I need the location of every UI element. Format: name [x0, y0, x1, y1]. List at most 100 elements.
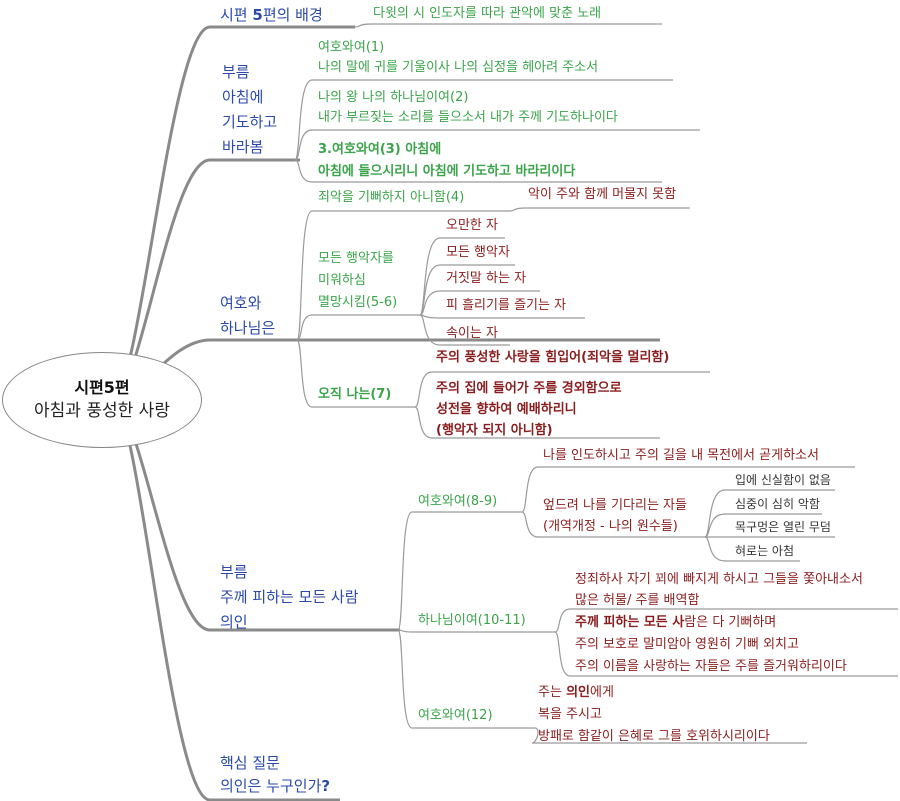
connector [419, 290, 540, 316]
node-line: 아침에 들으시리니 아침에 기도하고 바라리이다 [318, 164, 576, 179]
connector [397, 511, 522, 631]
hate-evildoers-node[interactable]: 모든 행악자를 미워하심 멸망시킴(5-6) [318, 248, 397, 314]
label-line: 부름 [222, 63, 250, 81]
connector [414, 406, 660, 439]
label-part: 5 [252, 6, 263, 24]
label-line: 의인은 누구인가? [220, 775, 330, 798]
text-part: 람은 다 기뻐하며 [684, 615, 777, 630]
no-delight-child[interactable]: 악이 주와 함께 머물지 못함 [528, 187, 677, 202]
label-line: 기도하고 [222, 113, 278, 131]
node-line: 3.여호와여(3) 아침에 [318, 142, 442, 157]
node-line: 여호와여(1) [318, 40, 385, 55]
node-line: 엎드려 나를 기다리는 자들 [543, 498, 687, 513]
only-i-child[interactable]: 주의 풍성한 사랑을 힘입어(죄악을 멀리함) [436, 350, 670, 365]
connector [419, 314, 510, 346]
connector [294, 79, 673, 161]
node-line: 모든 행악자를 [318, 251, 394, 266]
root-node[interactable]: 시편5편 아침과 풍성한 사랑 [2, 352, 202, 448]
node-line: 내가 부르짖는 소리를 들으소서 내가 주께 기도하나이다 [318, 110, 618, 125]
enemy-trait-leaf[interactable]: 목구멍은 열린 무덤 [735, 520, 831, 534]
label-part: 편의 배경 [262, 6, 323, 24]
god-10-11-node[interactable]: 하나님이여(10-11) [418, 613, 526, 628]
label-line: 핵심 질문 [220, 754, 280, 772]
node-line: (행악자 되지 아니함) [436, 423, 553, 438]
label-line: 의인 [220, 613, 248, 631]
only-i-child[interactable]: 주의 집에 들어가 주를 경외함으로 성전을 향하여 예배하리니 (행악자 되지… [436, 378, 622, 441]
label-line: 바라봄 [222, 138, 264, 156]
connector [554, 608, 898, 633]
enemy-trait-leaf[interactable]: 심중이 심히 악함 [735, 497, 820, 511]
connector [397, 629, 535, 729]
background-child[interactable]: 다윗의 시 인도자를 따라 관악에 맞춘 노래 [373, 6, 602, 21]
evildoer-leaf[interactable]: 속이는 자 [446, 326, 498, 341]
root-title: 시편5편 [74, 378, 130, 397]
evildoer-leaf[interactable]: 피 흘리기를 즐기는 자 [446, 298, 567, 313]
bold-part: 의인 [566, 685, 590, 700]
node-line: 주의 보호로 말미암아 영원히 기뻐 외치고 [575, 637, 799, 652]
node-line: 성전을 향하여 예배하리니 [436, 402, 577, 417]
node-line: 주는 의인에게 [538, 682, 770, 704]
connector [414, 371, 710, 408]
label-line: 부름 [220, 563, 248, 581]
connector [521, 466, 855, 513]
label-line: 주께 피하는 모든 사람 [220, 588, 359, 606]
label-part: 시편 [220, 6, 253, 24]
branch-key-question[interactable]: 핵심 질문 의인은 누구인가? [220, 752, 330, 798]
connector [554, 631, 898, 677]
verse-1-node[interactable]: 여호와여(1) 나의 말에 귀를 기울이사 나의 심정을 헤아려 주소서 [318, 38, 598, 78]
lord-12-child[interactable]: 주는 의인에게 복을 주시고 방패로 함같이 은혜로 그를 호위하시리이다 [538, 682, 770, 748]
node-line: 정죄하사 자기 꾀에 빠지게 하시고 그들을 쫓아내소서 [575, 572, 863, 587]
connector [704, 513, 822, 538]
node-line: 주의 집에 들어가 주를 경외함으로 [436, 381, 622, 396]
connector [397, 629, 555, 633]
only-i-node[interactable]: 오직 나는(7) [318, 387, 392, 402]
node-line: 복을 주시고 [538, 707, 602, 722]
connector [296, 210, 510, 341]
connector [354, 23, 662, 28]
lead-node[interactable]: 나를 인도하시고 주의 길을 내 목전에서 곧게하소서 [543, 448, 819, 463]
branch-lord-god[interactable]: 여호와 하나님은 [220, 291, 275, 341]
connector [521, 511, 705, 538]
node-line: 미워하심 [318, 273, 366, 288]
evildoer-leaf[interactable]: 거짓말 하는 자 [446, 271, 527, 286]
node-line: 많은 허물/ 주를 배역함 [575, 593, 700, 608]
bold-part: 주께 피하는 모든 사 [575, 615, 685, 630]
node-line: 멸망시킴(5-6) [318, 295, 398, 310]
node-line: 주의 이름을 사랑하는 자들은 주를 즐거워하리이다 [575, 659, 847, 674]
lord-12-node[interactable]: 여호와여(12) [418, 708, 493, 723]
node-line: 주께 피하는 모든 사람은 다 기뻐하며 [575, 612, 847, 634]
branch-background[interactable]: 시편 5편의 배경 [220, 3, 323, 28]
connector [294, 159, 662, 183]
verse-2-node[interactable]: 나의 왕 나의 하나님이여(2) 내가 부르짖는 소리를 들으소서 내가 주께 기… [318, 88, 618, 128]
enemy-trait-leaf[interactable]: 혀로는 아첨 [735, 544, 795, 558]
branch-refuge[interactable]: 부름 주께 피하는 모든 사람 의인 [220, 560, 359, 635]
connector [294, 129, 700, 161]
no-delight-node[interactable]: 죄악을 기뻐하지 아니함(4) [318, 190, 465, 205]
node-line: (개역개정 - 나의 원수들) [543, 519, 678, 534]
label-line: 하나님은 [220, 319, 276, 337]
root-subtitle: 아침과 풍성한 사랑 [34, 401, 170, 421]
condemn-node[interactable]: 정죄하사 자기 꾀에 빠지게 하시고 그들을 쫓아내소서 많은 허물/ 주를 배… [575, 569, 863, 611]
label-line: 아침에 [222, 88, 264, 106]
branch-morning-prayer[interactable]: 부름 아침에 기도하고 바라봄 [222, 60, 277, 160]
connector [509, 207, 690, 212]
text-part: 의인은 누구인가 [220, 777, 322, 795]
enemy-trait-leaf[interactable]: 입에 신실함이 없음 [735, 473, 831, 487]
node-line: 나의 왕 나의 하나님이여(2) [318, 90, 469, 105]
evildoer-leaf[interactable]: 모든 행악자 [446, 245, 510, 260]
label-line: 여호와 [220, 294, 262, 312]
connector [296, 314, 420, 341]
lord-8-9-node[interactable]: 여호와여(8-9) [418, 494, 498, 509]
text-part: 주는 [538, 685, 567, 700]
rejoice-node[interactable]: 주께 피하는 모든 사람은 다 기뻐하며 주의 보호로 말미암아 영원히 기뻐 … [575, 612, 847, 678]
node-line: 나의 말에 귀를 기울이사 나의 심정을 헤아려 주소서 [318, 60, 599, 75]
connector [531, 727, 807, 744]
enemies-node[interactable]: 엎드려 나를 기다리는 자들 (개역개정 - 나의 원수들) [543, 495, 687, 537]
bold-part: ? [321, 777, 331, 795]
connector [704, 536, 800, 562]
evildoer-leaf[interactable]: 오만한 자 [446, 218, 498, 233]
text-part: 에게 [589, 685, 614, 700]
node-line: 방패로 함같이 은혜로 그를 호위하시리이다 [538, 729, 770, 744]
connector [296, 339, 415, 408]
